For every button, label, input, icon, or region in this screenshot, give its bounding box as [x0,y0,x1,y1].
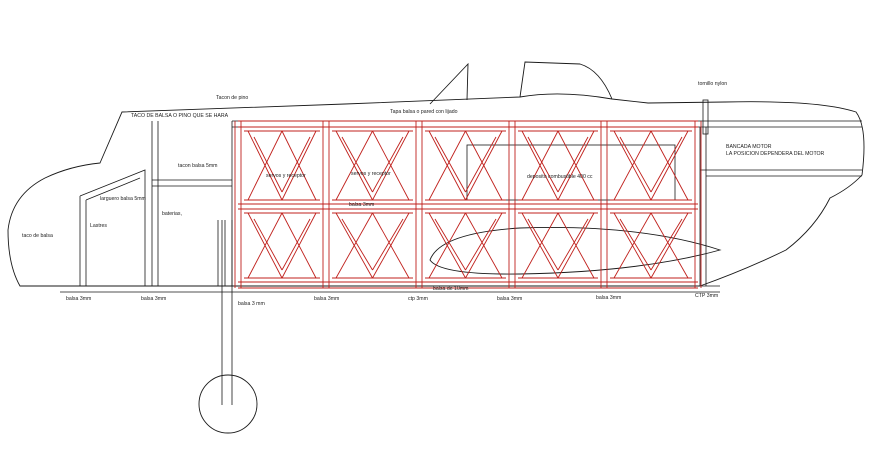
label-top-block: TACO DE BALSA O PINO QUE SE HARA [131,113,229,119]
bay-1-1-inner-b [372,218,404,271]
bay-2-1-diag-d [465,212,503,279]
bay-4-1-inner-a [619,218,652,271]
label-deposito: deposito combustible 400 cc [527,174,593,180]
bay-2-1-inner-b [465,218,497,271]
label-bottom-7: balsa 3mm [596,295,621,301]
landing-gear-leg [221,220,233,405]
bottom-longeron [60,285,720,293]
bay-1-1-diag-d [372,212,410,279]
bay-1-1-diag-c [335,212,373,279]
bay-4-0-diag-d [650,130,689,201]
fuel-tank [466,144,676,201]
bay-1-0-inner-a [341,136,373,193]
label-bottom-6: balsa 3mm [497,296,522,302]
label-servos-1: servos y receptor [266,173,306,179]
bay-2-0-diag-d [465,130,503,201]
bay-4-1-inner-b [650,218,683,271]
nose-wall [151,121,233,286]
wing-airfoil [429,227,722,275]
label-tornillo: tornillo nylon [698,81,727,87]
label-lastres: Lastres [90,223,107,229]
canopy-windshield [519,61,613,100]
bay-0-0-diag-d [281,130,317,201]
top-longeron [232,120,862,128]
label-tacon-balsa: tacon balsa 5mm [178,163,218,169]
bay-3-0-diag-d [557,130,595,201]
bay-4-0-inner-a [619,136,652,193]
bay-3-0-inner-b [557,136,589,193]
nose-bay [79,169,146,286]
bay-4-0-inner-b [650,136,683,193]
dorsal-fin [429,62,469,105]
label-bottom-2: balsa 3mm [141,296,166,302]
motor-mount [699,127,862,286]
label-tacon-pino: Tacon de pino [216,95,248,101]
bay-2-1-inner-a [434,218,466,271]
label-taco-balsa: taco de balsa [22,233,53,239]
label-bottom-3: balsa 3 mm [238,301,265,307]
bay-4-1-diag-d [650,212,689,279]
bay-3-1-diag-d [557,212,595,279]
bay-3-0-inner-a [527,136,559,193]
bay-2-1-diag-c [428,212,466,279]
label-bottom-1: balsa 3mm [66,296,91,302]
bay-0-0-diag-c [247,130,283,201]
label-bottom-ctp: CTP 3mm [695,293,718,299]
bay-0-0-inner-b [281,136,311,193]
bay-3-0-diag-c [521,130,559,201]
label-bottom-cp: ctp 3mm [408,296,428,302]
label-bancada-1: BANCADA MOTOR [726,144,772,150]
bay-3-1-inner-a [527,218,559,271]
bay-1-0-diag-d [372,130,410,201]
label-servos-2: servos y receptor [351,171,391,177]
label-bottom-4: balsa 3mm [314,296,339,302]
fuselage-outline [7,93,865,287]
bay-0-1-diag-c [247,212,283,279]
balsa-bays [234,120,702,289]
tornillo-post [702,99,709,135]
bay-2-0-inner-b [465,136,497,193]
bay-1-0-diag-c [335,130,373,201]
bay-0-1-inner-b [281,218,311,271]
bay-0-0-inner-a [253,136,283,193]
bay-2-0-inner-a [434,136,466,193]
label-bancada-2: LA POSICION DEPENDERA DEL MOTOR [726,151,825,157]
bay-2-0-diag-c [428,130,466,201]
bay-0-1-diag-d [281,212,317,279]
label-mid: balsa 3mm [349,202,374,208]
bay-0-1-inner-a [253,218,283,271]
bay-3-1-inner-b [557,218,589,271]
bay-1-1-inner-a [341,218,373,271]
bay-4-1-diag-c [613,212,652,279]
label-tapa: Tapa balsa o pared con lijado [390,109,458,115]
label-baterias: baterias, [162,211,182,217]
bay-3-1-diag-c [521,212,559,279]
label-larguero: larguero balsa 5mm [100,196,146,202]
bay-1-0-inner-b [372,136,404,193]
wheel [198,374,258,434]
label-bottom-5: balsa de 10mm [433,286,468,292]
bay-4-0-diag-c [613,130,652,201]
